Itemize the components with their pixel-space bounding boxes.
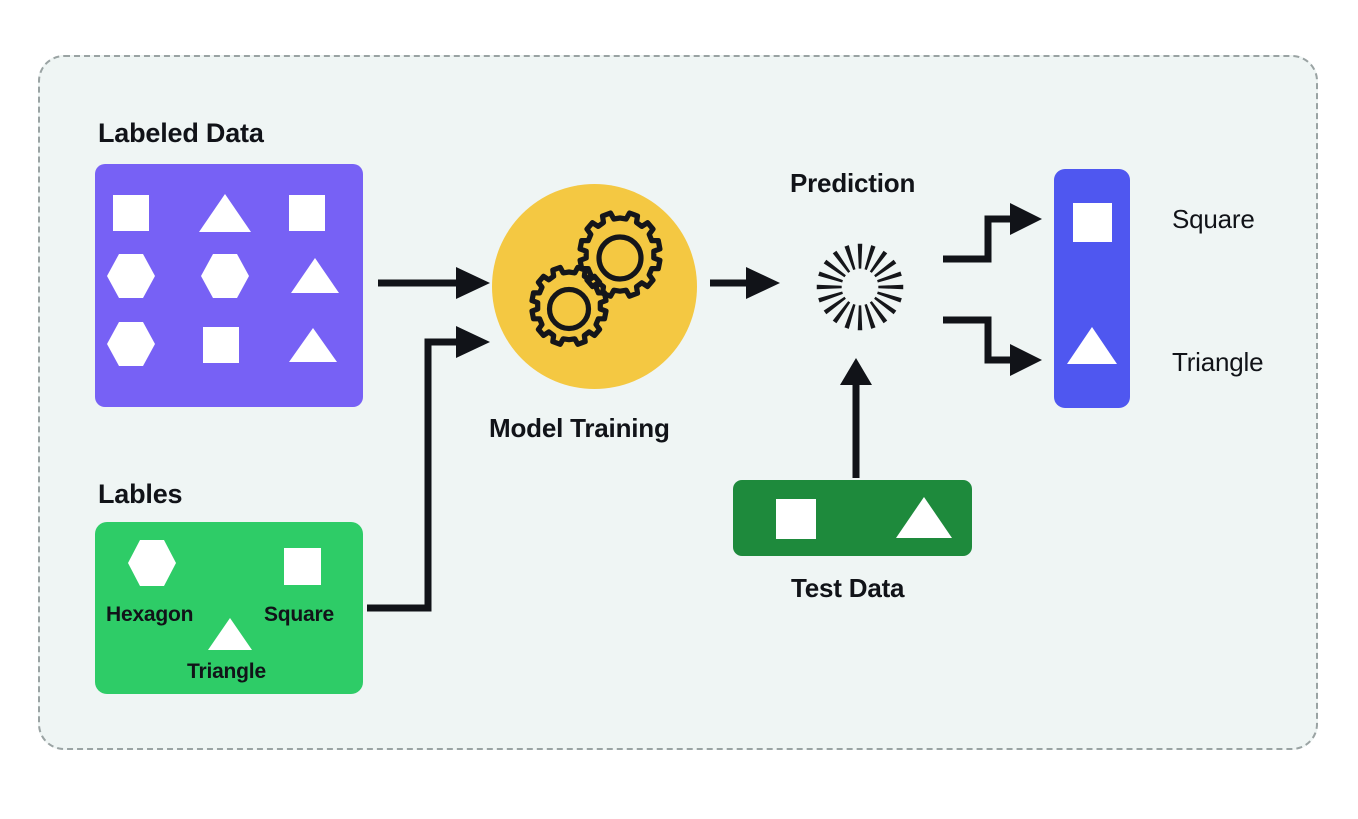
labels-box bbox=[95, 522, 363, 694]
labeled-shape-square bbox=[113, 195, 149, 231]
prediction-caption: Prediction bbox=[790, 168, 916, 198]
labeled-data-heading: Labeled Data bbox=[98, 118, 264, 148]
gears-icon bbox=[529, 210, 663, 347]
labeled-shape-triangle bbox=[199, 194, 251, 232]
labeled-shape-triangle bbox=[289, 328, 337, 362]
labels-shape-triangle bbox=[208, 618, 252, 650]
output-box bbox=[1054, 169, 1130, 408]
output-shape-triangle bbox=[1067, 327, 1117, 364]
labeled-shape-square bbox=[289, 195, 325, 231]
model-training-caption: Model Training bbox=[489, 413, 670, 443]
test-data-box bbox=[733, 480, 972, 556]
labeled-data-box bbox=[95, 164, 363, 407]
test-shape-triangle bbox=[896, 497, 952, 538]
output-label-triangle: Triangle bbox=[1172, 347, 1264, 377]
labeled-shape-hexagon bbox=[107, 254, 155, 298]
labeled-shape-triangle bbox=[291, 258, 339, 293]
output-shape-square bbox=[1073, 203, 1112, 242]
labeled-shape-hexagon bbox=[201, 254, 249, 298]
labels-heading: Lables bbox=[98, 479, 183, 509]
labels-item-hexagon-label: Hexagon bbox=[106, 603, 194, 626]
output-label-square: Square bbox=[1172, 204, 1255, 234]
labels-shape-hexagon bbox=[128, 540, 176, 586]
test-data-caption: Test Data bbox=[791, 573, 905, 603]
test-shape-square bbox=[776, 499, 816, 539]
labels-item-square-label: Square bbox=[264, 603, 334, 626]
labels-item-triangle-label: Triangle bbox=[187, 660, 266, 683]
labels-shape-square bbox=[284, 548, 321, 585]
labeled-shape-square bbox=[203, 327, 239, 363]
labeled-shape-hexagon bbox=[107, 322, 155, 366]
radial-burst-icon bbox=[816, 243, 904, 331]
